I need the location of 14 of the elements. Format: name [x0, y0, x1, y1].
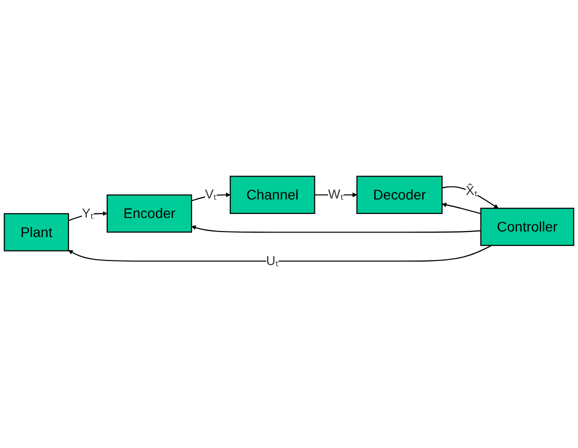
node-box: Controller: [480, 208, 574, 246]
arrow: [442, 203, 481, 215]
node-box: Plant: [4, 214, 69, 252]
edge-label: Yₜ: [82, 206, 94, 221]
arrow: [68, 245, 492, 262]
edge-label: Uₜ: [266, 254, 279, 269]
edge-label: X̂ₜ: [466, 184, 478, 199]
node-box: Channel: [230, 176, 316, 214]
edge-label: Vₜ: [204, 188, 217, 202]
node-box: Decoder: [356, 176, 443, 214]
arrow: [442, 186, 499, 209]
node-box: Encoder: [106, 194, 192, 234]
edge-label: Wₜ: [328, 188, 344, 202]
arrow: [191, 226, 481, 234]
